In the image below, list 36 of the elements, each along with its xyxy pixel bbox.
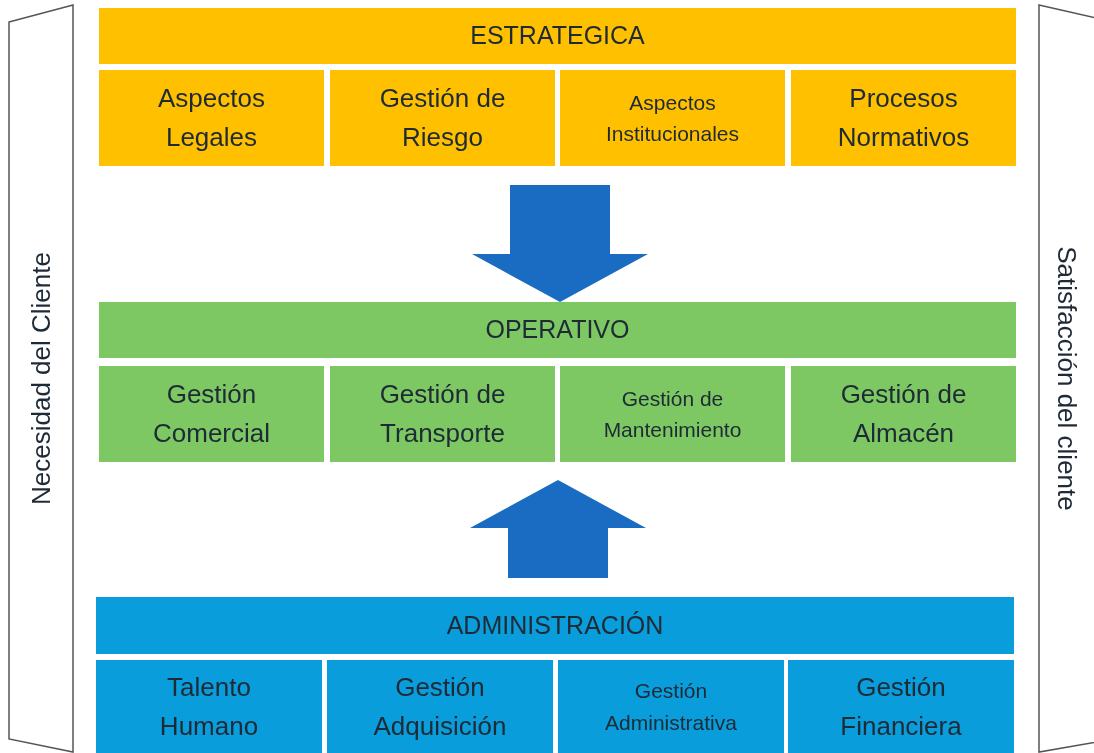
process-label: Gestión de Almacén — [839, 378, 968, 450]
band-label: Necesidad del Cliente — [24, 252, 57, 505]
side-band — [1038, 4, 1094, 753]
process-box — [96, 660, 322, 753]
process-box — [560, 366, 785, 462]
tier-title: OPERATIVO — [485, 314, 630, 346]
tier-header — [99, 302, 1016, 358]
tier-title: ADMINISTRACIÓN — [446, 609, 664, 641]
process-box — [791, 70, 1016, 166]
process-label: Aspectos Legales — [157, 82, 266, 154]
process-label: Aspectos Institucionales — [604, 89, 741, 147]
process-label: Talento Humano — [158, 670, 260, 743]
side-band — [8, 4, 74, 753]
process-box — [791, 366, 1016, 462]
process-label: Procesos Normativos — [836, 82, 971, 154]
process-box — [99, 70, 324, 166]
process-label: Gestión de Mantenimiento — [602, 385, 743, 443]
tier-header — [96, 597, 1014, 654]
process-box — [330, 70, 555, 166]
process-label: Gestión Administrativa — [604, 678, 738, 736]
process-box — [560, 70, 785, 166]
process-label: Gestión Comercial — [152, 378, 271, 450]
tier-title: ESTRATEGICA — [470, 20, 645, 52]
process-box — [330, 366, 555, 462]
process-label: Gestión de Riesgo — [378, 82, 507, 154]
process-label: Gestión Adquisición — [372, 670, 508, 743]
tier-header — [99, 8, 1016, 64]
process-box — [327, 660, 553, 753]
block-arrow — [472, 185, 648, 302]
process-box — [558, 660, 784, 753]
process-box — [99, 366, 324, 462]
band-label: Satisfacción del cliente — [1050, 246, 1083, 511]
block-arrow — [470, 480, 646, 578]
process-label: Gestión de Transporte — [378, 378, 507, 450]
process-box — [788, 660, 1014, 753]
process-label: Gestión Financiera — [839, 670, 963, 743]
